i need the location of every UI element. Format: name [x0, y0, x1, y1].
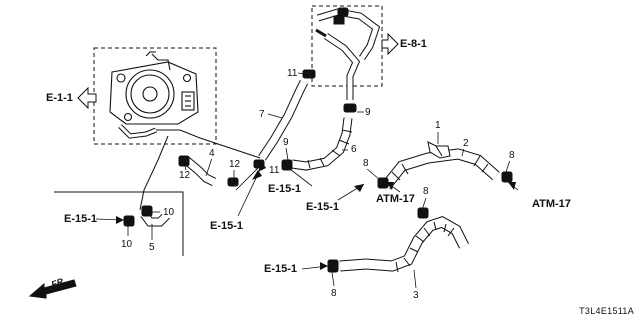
e-1-1-arrow	[77, 86, 97, 110]
throttle-body	[109, 51, 199, 139]
upper-hose-assembly	[315, 8, 381, 100]
front-arrow-icon	[28, 279, 77, 299]
clip-1	[427, 141, 451, 159]
part-label-12-left: 12	[178, 170, 192, 181]
part-label-10-left: 10	[120, 239, 134, 250]
part-label-8-left: 8	[362, 158, 370, 169]
ref-e-8-1: E-8-1	[400, 38, 427, 50]
part-label-3: 3	[412, 290, 420, 301]
part-label-10-right: 10	[162, 207, 176, 218]
part-label-1: 1	[434, 120, 442, 131]
ref-e-15-1-lower: E-15-1	[210, 220, 244, 232]
part-label-6: 6	[350, 144, 358, 155]
part-label-12-right: 12	[228, 159, 242, 170]
ref-e-15-1-middle: E-15-1	[306, 201, 340, 213]
lower-bypass-pipe	[139, 129, 261, 211]
ref-e-15-1-center: E-15-1	[268, 183, 302, 195]
part-label-5: 5	[148, 242, 156, 253]
hose-4	[183, 156, 217, 187]
part-label-8-bottom: 8	[330, 288, 338, 299]
subassembly-partition	[54, 191, 184, 256]
part-label-8-right: 8	[508, 150, 516, 161]
part-label-9-upper: 9	[364, 107, 372, 118]
part-label-11-upper: 11	[286, 68, 299, 79]
callout-arrowheads	[116, 162, 516, 270]
part-label-7: 7	[258, 109, 266, 120]
e-8-1-arrow	[381, 32, 399, 56]
hose-6	[291, 117, 353, 171]
hose-2	[381, 148, 500, 190]
ref-atm-17-left: ATM-17	[376, 193, 415, 205]
hose-3	[339, 216, 469, 273]
part-label-8-middle: 8	[422, 186, 430, 197]
part-label-2: 2	[462, 138, 470, 149]
ref-e-15-1-bottom: E-15-1	[264, 263, 298, 275]
ref-e-15-1-left: E-15-1	[64, 213, 98, 225]
part-label-11-lower: 11	[268, 165, 281, 176]
part-label-9-lower: 9	[282, 137, 290, 148]
leader-lines	[95, 72, 519, 289]
ref-atm-17-right: ATM-17	[532, 198, 571, 210]
diagram-code: T3L4E1511A	[579, 306, 634, 316]
ref-e-1-1: E-1-1	[46, 92, 73, 104]
pipe-7	[258, 79, 309, 161]
part-label-4: 4	[208, 148, 216, 159]
hose-5	[140, 210, 172, 227]
